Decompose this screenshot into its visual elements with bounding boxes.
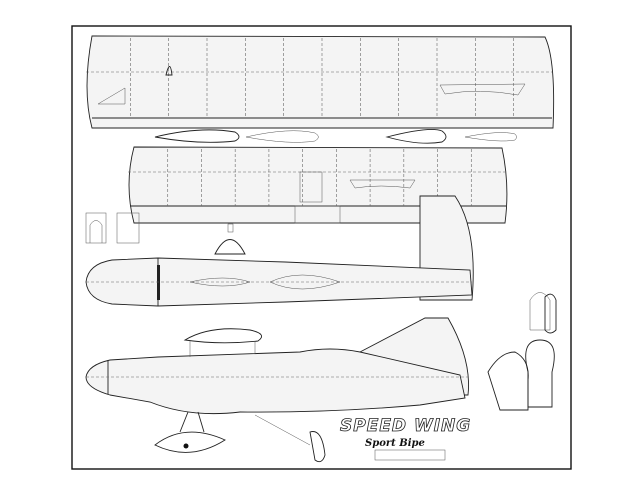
wing-rib-sections [154, 129, 517, 144]
plan-border [71, 25, 572, 470]
fuselage-side-view [85, 317, 469, 463]
detail-sketches [85, 212, 557, 411]
plan-subtitle: Sport Bipe [365, 438, 425, 449]
fuselage-top-view [85, 257, 473, 307]
upper-wing-plan [86, 35, 555, 129]
plan-title: SPEED WING [340, 416, 471, 436]
plan-title-block: SPEED WING Sport Bipe [340, 416, 471, 461]
